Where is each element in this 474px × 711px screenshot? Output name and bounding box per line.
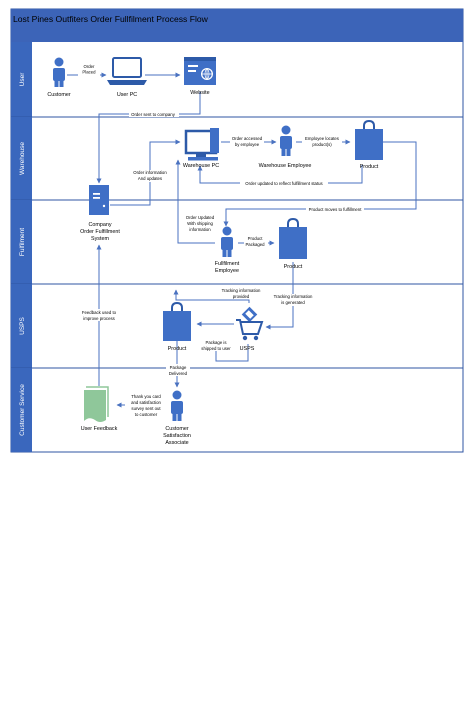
edge-labels: Order Placed Order sent to company Order… <box>78 64 364 418</box>
label-order-placed-1: Order <box>84 64 96 69</box>
lane-label-usps: USPS <box>19 316 26 334</box>
usps-label: USPS <box>240 346 255 352</box>
label-order-updated-shipping-3: information <box>189 227 211 232</box>
lane-customer-service: Customer Service <box>11 368 32 452</box>
label-order-updated-status: Order updated to reflect fulfillment sta… <box>245 181 322 186</box>
label-thank-you-4: to customer <box>135 412 158 417</box>
label-tracking-provided-2: provided <box>233 294 250 299</box>
label-package-delivered-1: Package <box>170 365 187 370</box>
feedback-document-icon <box>84 386 109 422</box>
label-tracking-generated-1: Tracking information <box>274 294 313 299</box>
satisfaction-associate-person-icon <box>171 390 183 421</box>
edge-fulfilment-to-warehouse <box>175 159 215 244</box>
fulfilment-employee-label-line1: Fullfilment <box>215 261 240 267</box>
user-pc-label: User PC <box>117 92 137 98</box>
label-feedback-used-1: Feedback used to <box>82 310 117 315</box>
associate-label-line2: Satisfaction <box>163 433 191 439</box>
lane-label-warehouse: Warehouse <box>19 142 26 175</box>
server-icon <box>89 185 109 215</box>
system-label-line1: Company <box>88 222 111 228</box>
associate-label-line3: Associate <box>165 440 188 446</box>
warehouse-pc-label: Warehouse PC <box>183 163 219 169</box>
label-employee-locates-1: Employee locates <box>305 136 339 141</box>
label-order-info-2: And updates <box>138 176 162 181</box>
fulfilment-employee-label-line2: Employee <box>215 268 239 274</box>
label-package-delivered-2: Delivered <box>169 371 188 376</box>
lane-fulfilment: Fulfilment <box>11 200 463 285</box>
product-bag-icon <box>163 301 191 341</box>
title-bar <box>11 9 463 42</box>
label-tracking-provided-1: Tracking information <box>222 288 261 293</box>
label-product-packaged-2: Packaged <box>245 242 265 247</box>
product-bag-icon <box>279 217 307 259</box>
label-order-accessed-2: by employee <box>235 142 260 147</box>
laptop-icon <box>107 57 147 85</box>
label-product-packaged-1: Product <box>248 236 264 241</box>
label-order-sent: Order sent to company <box>131 112 176 117</box>
warehouse-employee-person-icon <box>280 125 292 156</box>
label-order-placed-2: Placed <box>82 70 96 75</box>
lane-warehouse: Warehouse <box>11 117 463 201</box>
shopping-cart-icon <box>236 306 264 341</box>
website-icon <box>184 57 216 85</box>
product-warehouse-label: Product <box>360 164 379 170</box>
label-order-updated-shipping-2: With shipping <box>187 221 213 226</box>
user-feedback-label: User Feedback <box>81 426 118 432</box>
label-tracking-generated-2: is generated <box>281 300 305 305</box>
lane-label-customer-service: Customer Service <box>19 384 26 436</box>
customer-label: Customer <box>47 92 71 98</box>
system-label-line3: System <box>91 236 109 242</box>
label-feedback-used-2: improve process <box>83 316 115 321</box>
edge-product-to-fulfilment <box>223 141 417 227</box>
label-order-accessed-1: Order accessed <box>232 136 263 141</box>
warehouse-employee-label: Warehouse Employee <box>259 163 312 169</box>
product-usps-label: Product <box>168 346 187 352</box>
product-bag-icon <box>355 119 383 160</box>
product-fulfilment-label: Product <box>284 264 303 270</box>
edge-usps-tracking-provided <box>173 289 250 303</box>
lane-label-user: User <box>19 72 26 87</box>
label-employee-locates-2: product(s) <box>312 142 332 147</box>
system-label-line2: Order Fulfillment <box>80 229 120 235</box>
lane-label-fulfilment: Fulfilment <box>19 228 26 256</box>
label-order-info-1: Order information <box>133 170 167 175</box>
label-thank-you-1: Thank you card <box>131 394 161 399</box>
diagram-frame <box>10 8 464 453</box>
diagram-title: Lost Pines Outfiters Order Fullfilment P… <box>13 14 209 24</box>
label-thank-you-3: survey sent out <box>131 406 161 411</box>
fulfilment-employee-person-icon <box>221 226 233 257</box>
edge-product-to-usps <box>265 262 294 330</box>
label-thank-you-2: and satisfaction <box>131 400 161 405</box>
lane-user: User <box>11 42 463 118</box>
customer-person-icon <box>53 57 65 87</box>
label-shipped-to-user-1: Package is <box>205 340 226 345</box>
website-label: Website <box>190 90 209 96</box>
label-shipped-to-user-2: shipped to user <box>201 346 231 351</box>
label-order-updated-shipping-1: Order Updated <box>186 215 215 220</box>
desktop-computer-icon <box>184 128 219 161</box>
label-product-moves: Product moves to fulfillment <box>309 207 363 212</box>
associate-label-line1: Customer <box>165 426 189 432</box>
lane-usps: USPS <box>11 284 463 369</box>
